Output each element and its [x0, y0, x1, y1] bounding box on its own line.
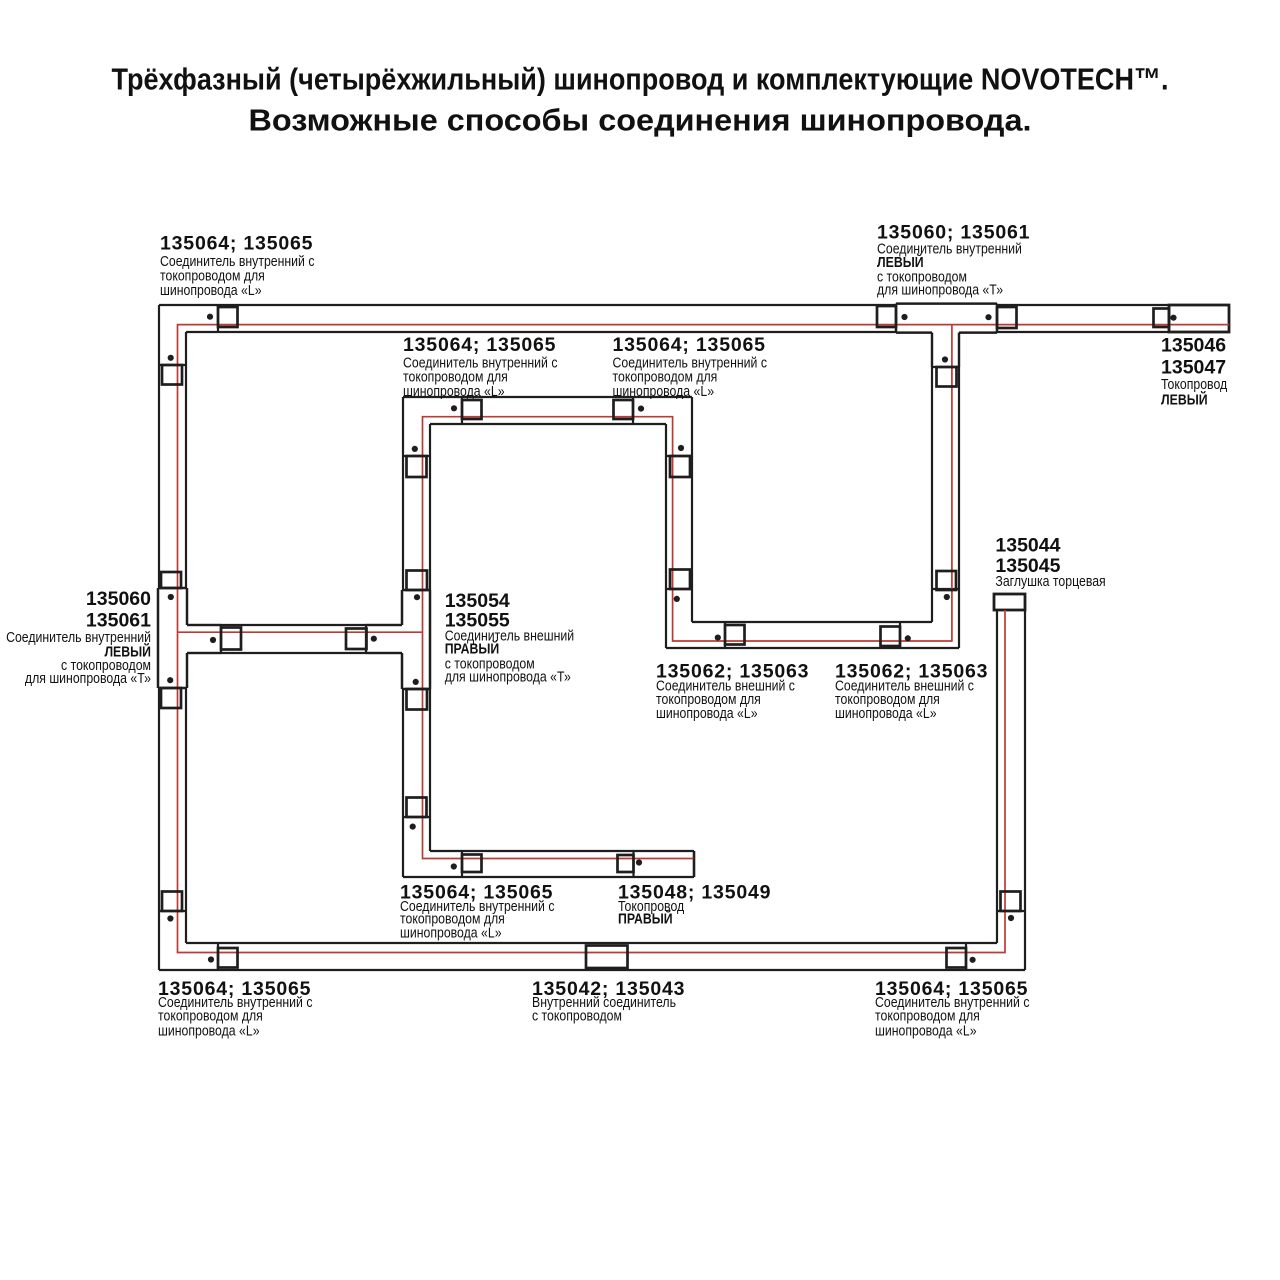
svg-text:135047: 135047: [1161, 357, 1226, 379]
svg-text:ПРАВЫЙ: ПРАВЫЙ: [618, 908, 673, 927]
svg-text:с токопроводом: с токопроводом: [445, 655, 535, 671]
svg-text:135060; 135061: 135060; 135061: [877, 222, 1030, 244]
svg-text:для шинопровода «Т»: для шинопровода «Т»: [25, 670, 151, 686]
svg-text:шинопровода «L»: шинопровода «L»: [835, 705, 937, 721]
svg-text:135042; 135043: 135042; 135043: [532, 978, 685, 1000]
svg-text:Соединитель внутренний с: Соединитель внутренний с: [875, 994, 1030, 1010]
svg-text:135045: 135045: [995, 555, 1060, 577]
svg-text:135064; 135065: 135064; 135065: [400, 881, 553, 903]
svg-text:шинопровода «L»: шинопровода «L»: [613, 383, 715, 399]
svg-text:токопроводом для: токопроводом для: [403, 368, 508, 384]
svg-text:с токопроводом: с токопроводом: [532, 1008, 622, 1024]
svg-text:135055: 135055: [445, 610, 510, 632]
svg-text:Соединитель внутренний с: Соединитель внутренний с: [160, 253, 315, 269]
svg-text:ПРАВЫЙ: ПРАВЫЙ: [445, 638, 500, 657]
svg-text:Возможные способы соединения ш: Возможные способы соединения шинопровода…: [249, 103, 1032, 138]
svg-text:Токопровод: Токопровод: [1161, 376, 1227, 392]
svg-text:шинопровода «L»: шинопровода «L»: [875, 1023, 977, 1039]
svg-text:Соединитель внутренний с: Соединитель внутренний с: [400, 898, 555, 914]
svg-text:Соединитель внутренний с: Соединитель внутренний с: [158, 994, 313, 1010]
svg-text:токопроводом для: токопроводом для: [158, 1008, 263, 1024]
svg-text:для шинопровода «Т»: для шинопровода «Т»: [445, 668, 571, 684]
svg-text:Соединитель внутренний: Соединитель внутренний: [877, 240, 1022, 256]
svg-text:Соединитель внутренний с: Соединитель внутренний с: [613, 354, 768, 370]
svg-text:шинопровода «L»: шинопровода «L»: [400, 924, 502, 940]
svg-text:токопроводом для: токопроводом для: [613, 368, 718, 384]
svg-text:135062; 135063: 135062; 135063: [835, 661, 988, 683]
svg-text:токопроводом для: токопроводом для: [160, 268, 265, 284]
svg-text:Соединитель внутренний с: Соединитель внутренний с: [403, 354, 558, 370]
svg-text:для шинопровода «Т»: для шинопровода «Т»: [877, 281, 1003, 297]
svg-text:135060: 135060: [86, 588, 151, 610]
svg-text:135062; 135063: 135062; 135063: [656, 661, 809, 683]
svg-text:шинопровода «L»: шинопровода «L»: [158, 1023, 260, 1039]
svg-text:Соединитель внешний: Соединитель внешний: [445, 628, 574, 644]
svg-text:шинопровода «L»: шинопровода «L»: [403, 383, 505, 399]
svg-text:135064; 135065: 135064; 135065: [403, 334, 556, 356]
svg-text:ЛЕВЫЙ: ЛЕВЫЙ: [104, 641, 151, 660]
svg-text:токопроводом для: токопроводом для: [400, 910, 505, 926]
svg-text:токопроводом для: токопроводом для: [875, 1008, 980, 1024]
svg-text:Трёхфазный (четырёхжильный) ши: Трёхфазный (четырёхжильный) шинопровод и…: [112, 62, 1169, 97]
svg-text:135064; 135065: 135064; 135065: [613, 334, 766, 356]
svg-text:Соединитель внешний с: Соединитель внешний с: [656, 677, 795, 693]
svg-text:Заглушка торцевая: Заглушка торцевая: [995, 573, 1105, 589]
svg-text:шинопровода «L»: шинопровода «L»: [656, 705, 758, 721]
svg-text:135061: 135061: [86, 609, 151, 631]
svg-text:135064; 135065: 135064; 135065: [160, 233, 313, 255]
svg-text:токопроводом для: токопроводом для: [656, 691, 761, 707]
svg-text:с токопроводом: с токопроводом: [61, 657, 151, 673]
svg-text:135064; 135065: 135064; 135065: [158, 978, 311, 1000]
svg-text:135046: 135046: [1161, 335, 1226, 357]
svg-text:токопроводом для: токопроводом для: [835, 691, 940, 707]
svg-text:135064; 135065: 135064; 135065: [875, 978, 1028, 1000]
svg-text:с токопроводом: с токопроводом: [877, 268, 967, 284]
svg-text:Соединитель внешний с: Соединитель внешний с: [835, 677, 974, 693]
svg-text:135048; 135049: 135048; 135049: [618, 881, 771, 903]
svg-text:ЛЕВЫЙ: ЛЕВЫЙ: [877, 252, 924, 271]
svg-text:Внутренний соединитель: Внутренний соединитель: [532, 994, 676, 1010]
svg-text:Токопровод: Токопровод: [618, 898, 684, 914]
svg-text:шинопровода «L»: шинопровода «L»: [160, 282, 262, 298]
svg-text:135044: 135044: [995, 534, 1060, 556]
svg-text:135054: 135054: [445, 590, 510, 612]
svg-text:Соединитель внутренний: Соединитель внутренний: [6, 629, 151, 645]
svg-text:ЛЕВЫЙ: ЛЕВЫЙ: [1161, 389, 1208, 408]
